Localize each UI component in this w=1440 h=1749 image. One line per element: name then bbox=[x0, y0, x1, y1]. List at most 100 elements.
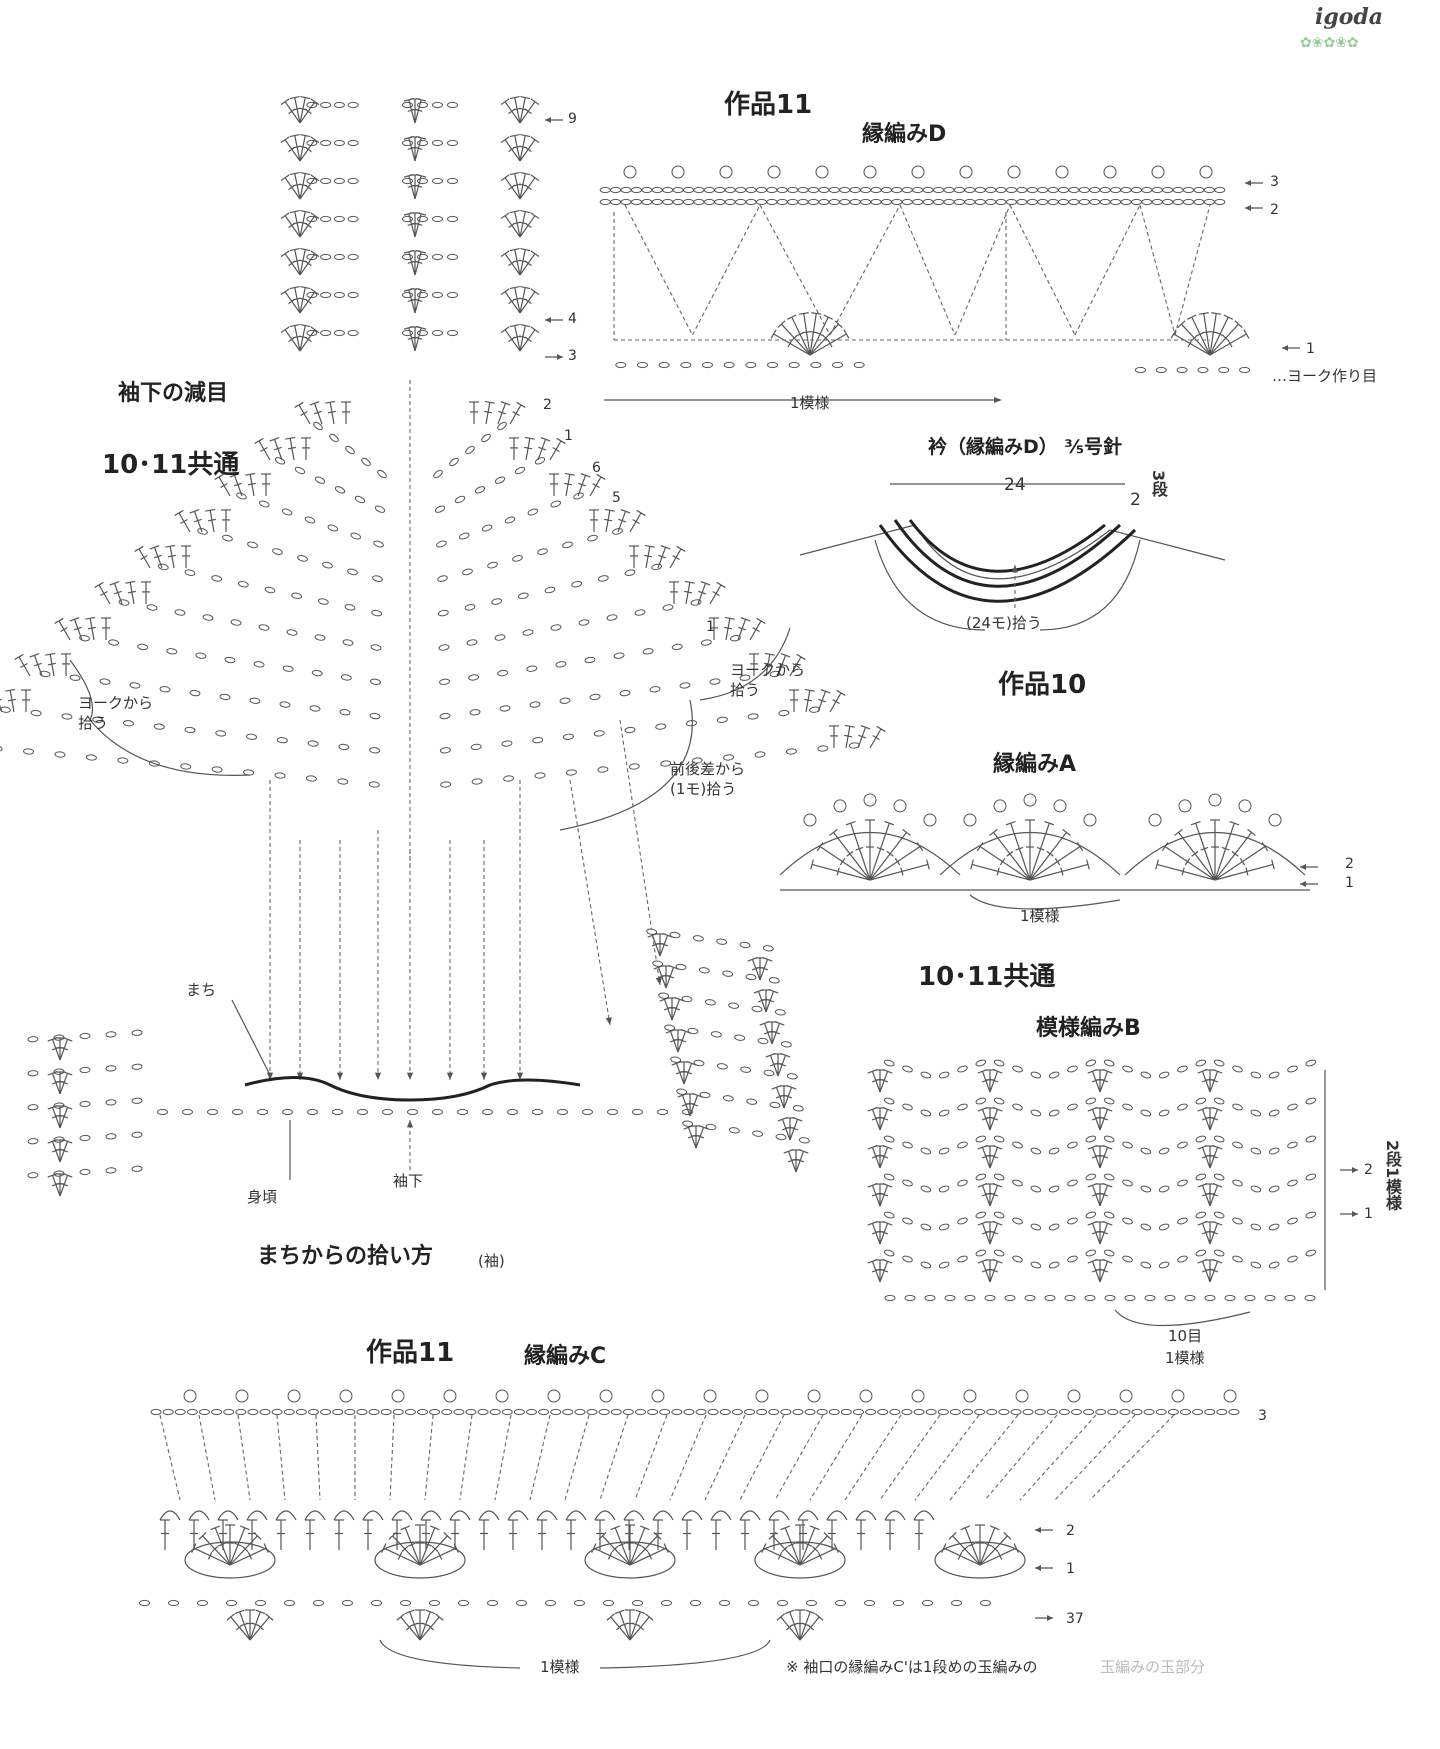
double-crochet-top bbox=[636, 509, 646, 516]
fan-stitch bbox=[663, 999, 673, 1021]
double-crochet-bar bbox=[484, 410, 493, 414]
chain-stitch bbox=[938, 1109, 950, 1117]
picot bbox=[923, 813, 937, 827]
fan-stitch bbox=[1209, 1185, 1219, 1207]
double-crochet-bar bbox=[804, 698, 813, 702]
double-crochet-top bbox=[716, 581, 726, 588]
double-crochet-top bbox=[400, 1525, 411, 1531]
shell-stitch bbox=[229, 1535, 258, 1566]
chain-stitch bbox=[333, 329, 345, 337]
chain-stitch bbox=[550, 624, 562, 631]
edging-d-title: 縁編みD bbox=[862, 122, 947, 147]
double-crochet-top bbox=[992, 1221, 1003, 1226]
stitch-tuft bbox=[697, 583, 707, 605]
arrow-head bbox=[1245, 180, 1251, 186]
fan-stitch bbox=[299, 215, 316, 238]
fan-stitch bbox=[681, 1095, 691, 1117]
chain-stitch bbox=[902, 1179, 913, 1187]
shell-stitch bbox=[799, 1547, 837, 1566]
foundation-chain bbox=[776, 186, 788, 194]
chain-stitch bbox=[1195, 1097, 1207, 1105]
foundation-chain bbox=[840, 1408, 852, 1416]
cluster-arc bbox=[855, 1510, 877, 1521]
row2-chain bbox=[620, 198, 632, 206]
double-crochet-top bbox=[85, 616, 96, 620]
stitch-tuft bbox=[497, 403, 507, 425]
base-chain bbox=[719, 1599, 730, 1607]
foundation-chain bbox=[719, 1408, 731, 1416]
chain-stitch bbox=[975, 1097, 987, 1105]
double-crochet-top bbox=[509, 171, 520, 176]
foundation-chain bbox=[622, 1408, 634, 1416]
chain-stitch bbox=[1232, 1103, 1243, 1111]
v-stitch bbox=[414, 327, 422, 352]
double-crochet-bar bbox=[684, 1070, 693, 1075]
double-crochet-top bbox=[234, 1609, 245, 1615]
foundation-chain bbox=[283, 1408, 295, 1416]
double-crochet-top bbox=[1212, 1259, 1223, 1264]
foundation-chain bbox=[695, 1408, 707, 1416]
double-crochet-bar bbox=[880, 1192, 889, 1197]
row2-chain bbox=[693, 198, 705, 206]
chain-stitch bbox=[1030, 1223, 1042, 1231]
foundation-chain bbox=[562, 1408, 574, 1416]
row2-chain bbox=[1005, 198, 1017, 206]
pattern-b-base bbox=[1224, 1294, 1236, 1302]
yoke-chain bbox=[1239, 366, 1251, 374]
double-crochet-bar bbox=[778, 662, 787, 667]
double-crochet-top bbox=[845, 821, 856, 826]
double-crochet-top bbox=[280, 174, 290, 182]
double-crochet-top bbox=[680, 1029, 691, 1034]
fan-stitch bbox=[409, 1611, 421, 1641]
fan-stitch bbox=[519, 287, 526, 314]
row2-chain bbox=[724, 198, 736, 206]
double-crochet-top bbox=[530, 98, 540, 106]
double-crochet-bar bbox=[811, 1545, 819, 1553]
chain-stitch bbox=[337, 778, 349, 785]
pattern-b-common-title: 10･11共通 bbox=[918, 962, 1056, 992]
edging-line bbox=[829, 204, 901, 336]
double-crochet-bar bbox=[641, 1545, 649, 1553]
logo-flowers-icon: ✿❀✿❀✿ bbox=[1300, 35, 1359, 51]
foundation-chain bbox=[1214, 186, 1226, 194]
double-crochet-top bbox=[530, 326, 540, 334]
chain-stitch bbox=[499, 705, 511, 712]
picot bbox=[1015, 1389, 1029, 1403]
chain-stitch bbox=[704, 999, 716, 1006]
double-crochet-bar bbox=[578, 482, 587, 487]
repeat-bracket bbox=[969, 894, 1121, 910]
foundation-chain bbox=[922, 186, 934, 194]
foundation-chain bbox=[766, 186, 778, 194]
fan-stitch bbox=[1099, 1071, 1109, 1093]
foundation-chain bbox=[1167, 1408, 1179, 1416]
shell-stitch bbox=[784, 1527, 801, 1566]
chain-stitch bbox=[449, 457, 459, 467]
fan-stitch bbox=[763, 1023, 773, 1045]
foundation-chain bbox=[271, 1408, 283, 1416]
fan-stitch bbox=[989, 1147, 999, 1169]
chain-stitch bbox=[23, 748, 35, 755]
double-crochet-top bbox=[644, 544, 655, 548]
collar-width: 24 bbox=[1004, 475, 1026, 495]
picot bbox=[893, 799, 907, 813]
row2-chain bbox=[985, 198, 997, 206]
shell-stitch bbox=[952, 1535, 981, 1566]
double-crochet-top bbox=[882, 1259, 893, 1264]
double-crochet-bar bbox=[414, 222, 423, 226]
foundation-chain bbox=[1110, 186, 1122, 194]
yoke-chain bbox=[1176, 366, 1188, 374]
chain-stitch bbox=[723, 754, 735, 761]
chain-stitch bbox=[1158, 1109, 1170, 1117]
double-crochet-bar bbox=[957, 1551, 963, 1560]
picot bbox=[671, 165, 685, 179]
double-crochet-top bbox=[606, 1613, 615, 1621]
picot bbox=[287, 1389, 301, 1403]
pattern-b-base bbox=[1184, 1294, 1196, 1302]
double-crochet-bar bbox=[647, 1551, 653, 1560]
double-crochet-top bbox=[836, 689, 846, 696]
foundation-chain bbox=[550, 1408, 562, 1416]
collar-guide bbox=[874, 539, 986, 631]
double-crochet-top bbox=[416, 249, 427, 254]
double-crochet-top bbox=[509, 247, 520, 252]
fan-stitch bbox=[249, 1611, 261, 1641]
